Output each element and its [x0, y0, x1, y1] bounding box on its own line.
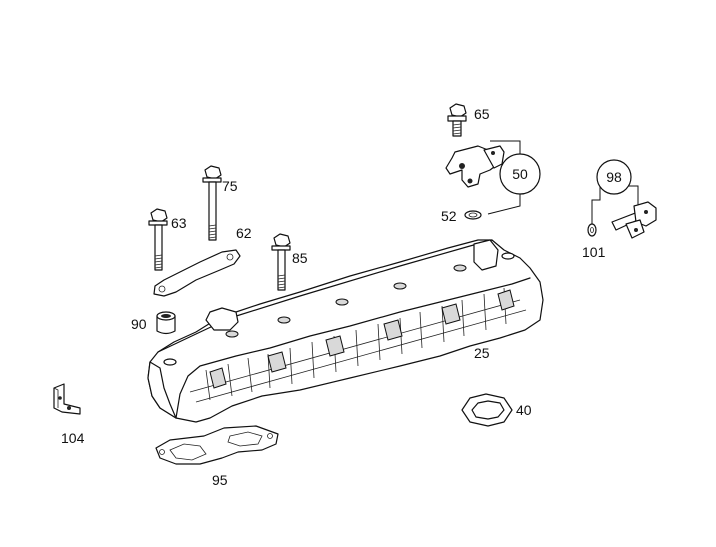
label-63: 63: [171, 215, 187, 231]
label-65: 65: [474, 106, 490, 122]
label-52: 52: [441, 208, 457, 224]
label-85: 85: [292, 250, 308, 266]
part-85-bolt[interactable]: [271, 233, 291, 291]
part-63-bolt[interactable]: [148, 208, 168, 271]
part-98-sensor[interactable]: [611, 201, 657, 239]
leader-98: [591, 185, 639, 228]
label-104: 104: [61, 430, 85, 446]
part-90-sleeve[interactable]: [156, 311, 176, 335]
callout-50[interactable]: 50: [499, 153, 541, 195]
label-90: 90: [131, 316, 147, 332]
label-101: 101: [582, 244, 606, 260]
part-40-gasket[interactable]: [461, 393, 513, 427]
callout-98[interactable]: 98: [596, 159, 632, 195]
part-101-washer[interactable]: [587, 223, 597, 237]
label-62: 62: [236, 225, 252, 241]
part-50-sensor[interactable]: [445, 145, 505, 188]
label-40: 40: [516, 402, 532, 418]
part-65-bolt[interactable]: [447, 103, 467, 137]
label-98: 98: [606, 169, 622, 185]
part-104-bracket[interactable]: [53, 383, 81, 415]
part-25-valve-cover[interactable]: [147, 239, 544, 423]
label-95: 95: [212, 472, 228, 488]
part-62-bracket[interactable]: [153, 249, 241, 297]
part-52-seal-ring[interactable]: [464, 210, 482, 220]
label-50: 50: [512, 166, 528, 182]
label-75: 75: [222, 178, 238, 194]
part-75-bolt[interactable]: [202, 165, 222, 241]
part-95-gasket[interactable]: [155, 425, 279, 465]
label-25: 25: [474, 345, 490, 361]
